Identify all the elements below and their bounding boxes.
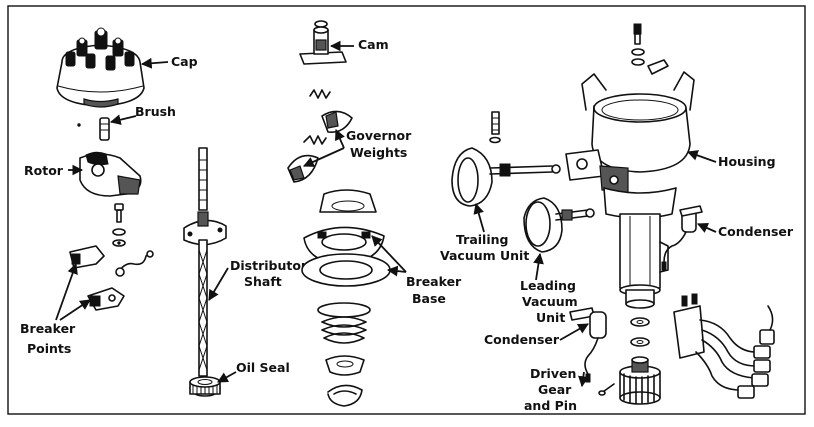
label-housing: Housing: [718, 154, 776, 169]
cap-part: [56, 27, 145, 108]
label-leading-vacuum-unit: Leading Vacuum Unit: [520, 278, 582, 325]
spring-and-clips: [317, 302, 371, 407]
governor-weights-part: [287, 89, 353, 183]
label-brush: Brush: [135, 104, 176, 119]
label-cam: Cam: [358, 37, 389, 52]
trailing-vacuum-unit-part: [451, 111, 561, 207]
housing-part: [565, 23, 695, 309]
label-trailing-vacuum-unit: Trailing Vacuum Unit: [440, 232, 529, 263]
gear-washers: [630, 317, 650, 347]
label-breaker-points: Breaker Points: [20, 321, 80, 356]
label-breaker-base: Breaker Base: [406, 274, 466, 306]
label-condenser-center: Condenser: [484, 332, 560, 347]
label-condenser-right: Condenser: [718, 224, 794, 239]
breaker-points-part: [69, 245, 154, 311]
leading-vacuum-unit-part: [523, 197, 595, 253]
wire-harness-part: [673, 293, 775, 399]
label-distributor-shaft: Distributor Shaft: [230, 258, 311, 289]
rotor-part: [79, 151, 142, 197]
condenser-right-part: [661, 205, 703, 271]
cam-part: [299, 20, 347, 65]
label-cap: Cap: [171, 54, 198, 69]
diagram-frame: [7, 5, 806, 415]
label-driven-gear: Driven Gear and Pin: [524, 366, 581, 413]
breaker-screw: [112, 203, 126, 247]
driven-gear-part: [598, 356, 661, 405]
oil-seal-part: [189, 376, 221, 397]
brush-part: [77, 117, 110, 141]
label-rotor: Rotor: [24, 163, 64, 178]
label-governor-weights: Governor Weights: [346, 128, 416, 160]
distributor-shaft-part: [183, 147, 227, 377]
label-oil-seal: Oil Seal: [236, 360, 290, 375]
breaker-base-part: [301, 189, 391, 287]
